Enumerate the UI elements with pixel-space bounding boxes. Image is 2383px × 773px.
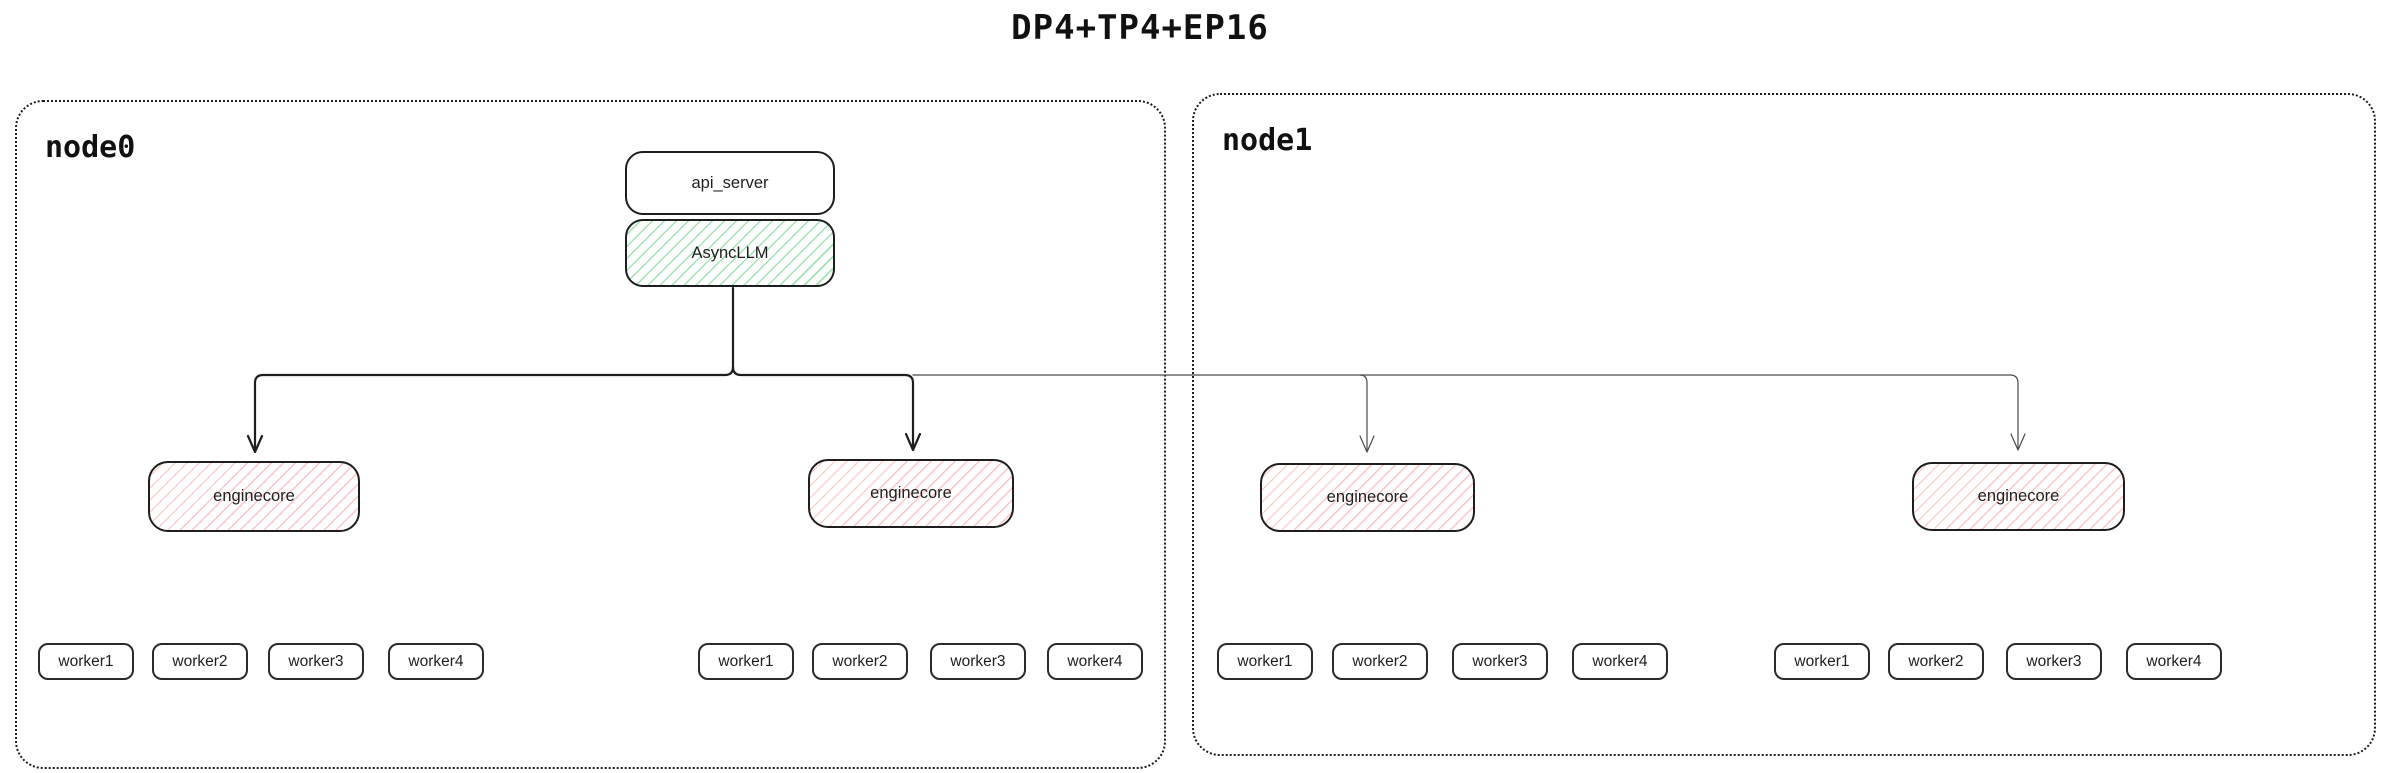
asyncllm-label: AsyncLLM (691, 243, 769, 262)
worker-box: worker4 (1047, 643, 1143, 680)
enginecore-label: enginecore (870, 484, 952, 502)
node1-label: node1 (1222, 123, 1313, 158)
enginecore-label: enginecore (213, 487, 295, 505)
enginecore-label: enginecore (1977, 487, 2060, 505)
enginecore-label: enginecore (1326, 488, 1409, 506)
worker-box: worker1 (1217, 643, 1313, 680)
worker-box: worker4 (388, 643, 484, 680)
worker-box: worker4 (2126, 643, 2222, 680)
enginecore-box-node1-1: enginecore (1260, 463, 1475, 532)
worker-box: worker3 (2006, 643, 2102, 680)
api-server-box: api_server (625, 151, 835, 215)
enginecore-box-node0-2: enginecore (808, 459, 1014, 528)
worker-box: worker1 (38, 643, 134, 680)
enginecore-box-node0-1: enginecore (148, 461, 360, 532)
diagram-title: DP4+TP4+EP16 (1011, 8, 1269, 48)
worker-box: worker3 (268, 643, 364, 680)
worker-box: worker2 (1332, 643, 1428, 680)
enginecore-box-node1-2: enginecore (1912, 462, 2125, 531)
worker-box: worker3 (930, 643, 1026, 680)
api-server-label: api_server (691, 173, 769, 192)
worker-box: worker1 (698, 643, 794, 680)
worker-box: worker2 (152, 643, 248, 680)
worker-box: worker3 (1452, 643, 1548, 680)
worker-box: worker2 (812, 643, 908, 680)
node0-label: node0 (45, 130, 136, 165)
worker-box: worker2 (1888, 643, 1984, 680)
worker-box: worker1 (1774, 643, 1870, 680)
worker-box: worker4 (1572, 643, 1668, 680)
asyncllm-box: AsyncLLM (625, 219, 835, 287)
